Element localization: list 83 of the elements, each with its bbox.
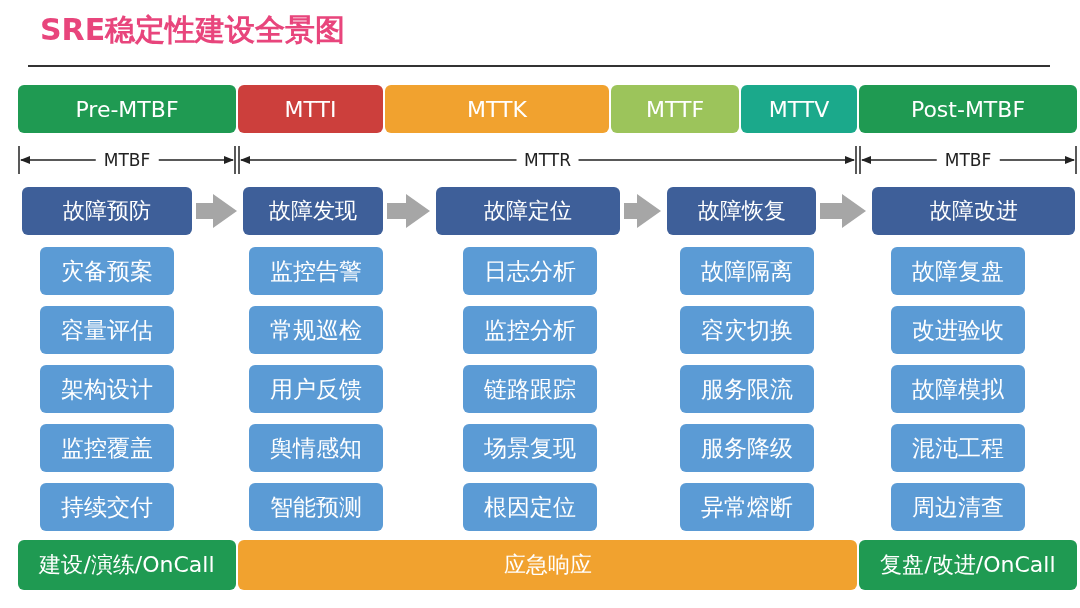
node-label: 改进验收: [912, 315, 1004, 345]
phase-bar: [859, 540, 1077, 590]
node-label: 故障发现: [269, 197, 357, 225]
node-label: 场景复现: [484, 433, 576, 463]
activity-box: [463, 365, 597, 413]
node-label: 故障模拟: [912, 374, 1004, 404]
activity-box: [40, 365, 174, 413]
stage-box: [22, 187, 192, 235]
activity-box: [249, 483, 383, 531]
node-label: 故障复盘: [912, 256, 1004, 286]
activity-box: [891, 306, 1025, 354]
activity-box: [680, 424, 814, 472]
node-label: 日志分析: [484, 256, 576, 286]
node-label: 链路跟踪: [484, 374, 576, 404]
node-label: 舆情感知: [270, 433, 362, 463]
node-label: 应急响应: [503, 551, 592, 579]
activity-box: [40, 424, 174, 472]
node-label: 建设/演练/OnCall: [39, 551, 215, 579]
node-label: 用户反馈: [270, 374, 362, 404]
node-label: MTTV: [768, 96, 830, 122]
phase-bar: [18, 540, 236, 590]
stage-box: [436, 187, 620, 235]
phase-header: [385, 85, 609, 133]
node-label: Pre-MTBF: [75, 96, 179, 122]
node-label: 灾备预案: [61, 256, 153, 286]
node-label: 监控覆盖: [61, 433, 153, 463]
node-label: MTTF: [645, 96, 705, 122]
node-label: 复盘/改进/OnCall: [880, 551, 1056, 579]
stage-box: [872, 187, 1075, 235]
activity-box: [891, 365, 1025, 413]
node-label: 故障定位: [484, 197, 572, 225]
node-label: 智能预测: [270, 492, 362, 522]
node-label: 服务降级: [701, 433, 793, 463]
activity-box: [891, 247, 1025, 295]
activity-box: [463, 306, 597, 354]
node-label: Post-MTBF: [910, 96, 1026, 122]
node-label: 容量评估: [61, 315, 153, 345]
node-label: 容灾切换: [701, 315, 793, 345]
phase-header: [18, 85, 236, 133]
activity-box: [680, 483, 814, 531]
activity-box: [463, 483, 597, 531]
phase-header: [611, 85, 739, 133]
node-label: MTTK: [467, 96, 527, 122]
phase-header: [859, 85, 1077, 133]
activity-box: [891, 424, 1025, 472]
activity-box: [40, 247, 174, 295]
node-label: 异常熔断: [701, 492, 793, 522]
diagram-title: SRE稳定性建设全景图: [40, 11, 346, 49]
node-label: 周边清查: [912, 492, 1004, 522]
flow-arrow: [196, 194, 237, 228]
node-label: 监控分析: [484, 315, 576, 345]
stage-box: [243, 187, 383, 235]
activity-box: [40, 306, 174, 354]
phase-header: [741, 85, 857, 133]
node-label: 服务限流: [701, 374, 793, 404]
activity-box: [463, 424, 597, 472]
activity-box: [680, 365, 814, 413]
phase-header: [238, 85, 383, 133]
flow-arrow: [624, 194, 661, 228]
activity-box: [249, 424, 383, 472]
node-label: 故障恢复: [697, 197, 786, 225]
activity-box: [40, 483, 174, 531]
node-label: MTTI: [284, 96, 337, 122]
flow-arrow: [820, 194, 866, 228]
node-label: 监控告警: [270, 256, 362, 286]
flow-arrow: [387, 194, 430, 228]
activity-box: [680, 306, 814, 354]
node-label: 故障隔离: [701, 256, 793, 286]
activity-box: [249, 365, 383, 413]
stage-box: [667, 187, 816, 235]
node-label: 常规巡检: [270, 315, 362, 345]
node-label: 持续交付: [61, 492, 153, 522]
activity-box: [249, 306, 383, 354]
node-label: 故障预防: [63, 197, 151, 225]
activity-box: [680, 247, 814, 295]
phase-bar: [238, 540, 857, 590]
node-label: 混沌工程: [912, 433, 1004, 463]
activity-box: [891, 483, 1025, 531]
node-label: 根因定位: [484, 492, 576, 522]
node-label: 架构设计: [61, 374, 153, 404]
node-label: 故障改进: [929, 197, 1018, 225]
activity-box: [249, 247, 383, 295]
activity-box: [463, 247, 597, 295]
